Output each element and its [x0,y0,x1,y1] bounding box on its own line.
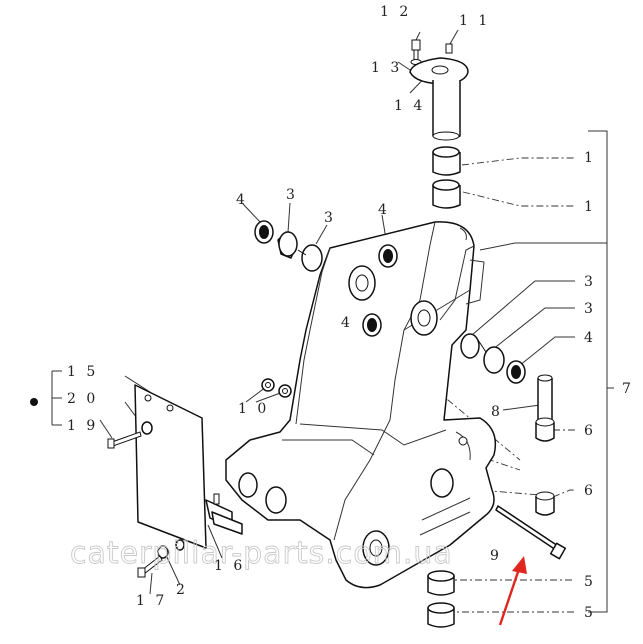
callout-16: 1 6 [214,558,245,574]
cover-plate [107,384,207,578]
callout-3c: 3 [584,274,596,290]
callout-6a: 6 [584,423,596,439]
red-arrow [498,556,527,626]
watermark: caterpillar-parts.com.ua [70,536,453,572]
callout-2: 2 [176,582,188,598]
callout-10: 1 0 [238,401,269,417]
callout-5b: 5 [584,605,596,621]
callout-4c: 4 [341,315,353,331]
seals-right [460,333,526,384]
callout-3b: 3 [324,210,336,226]
callout-4a: 4 [236,192,248,208]
group-bullet [30,398,38,406]
callout-19: 1 9 [67,418,98,434]
callout-14: 1 4 [394,98,425,114]
group-bracket [588,130,614,613]
callout-11: 1 1 [459,13,490,29]
callout-17: 1 7 [136,593,167,609]
callout-12: 1 2 [380,4,411,20]
callout-5a: 5 [584,574,596,590]
bracket-16 [205,493,243,535]
callout-9: 9 [490,548,502,564]
callout-7: 7 [622,381,634,397]
callout-3d: 3 [584,301,596,317]
top-pin-assembly [409,39,469,141]
lower-pins [427,374,567,628]
washers-10 [261,378,292,398]
callout-13: 1 3 [371,60,402,76]
callout-4d: 4 [584,330,596,346]
watermark-text: caterpillar-parts.com.ua [70,536,453,571]
callout-3a: 3 [286,187,298,203]
callout-4b: 4 [378,202,390,218]
bushings-1 [432,146,461,209]
callout-1b: 1 [584,199,596,215]
callout-6b: 6 [584,483,596,499]
callout-8: 8 [491,404,503,420]
callout-20: 2 0 [67,391,98,407]
callouts: 1 1 1 2 1 3 1 4 1 1 4 3 3 4 3 3 4 4 7 8 … [67,4,634,621]
callout-15: 1 5 [67,364,98,380]
swing-frame [225,221,497,589]
callout-1a: 1 [584,150,596,166]
seals-left [254,220,398,337]
